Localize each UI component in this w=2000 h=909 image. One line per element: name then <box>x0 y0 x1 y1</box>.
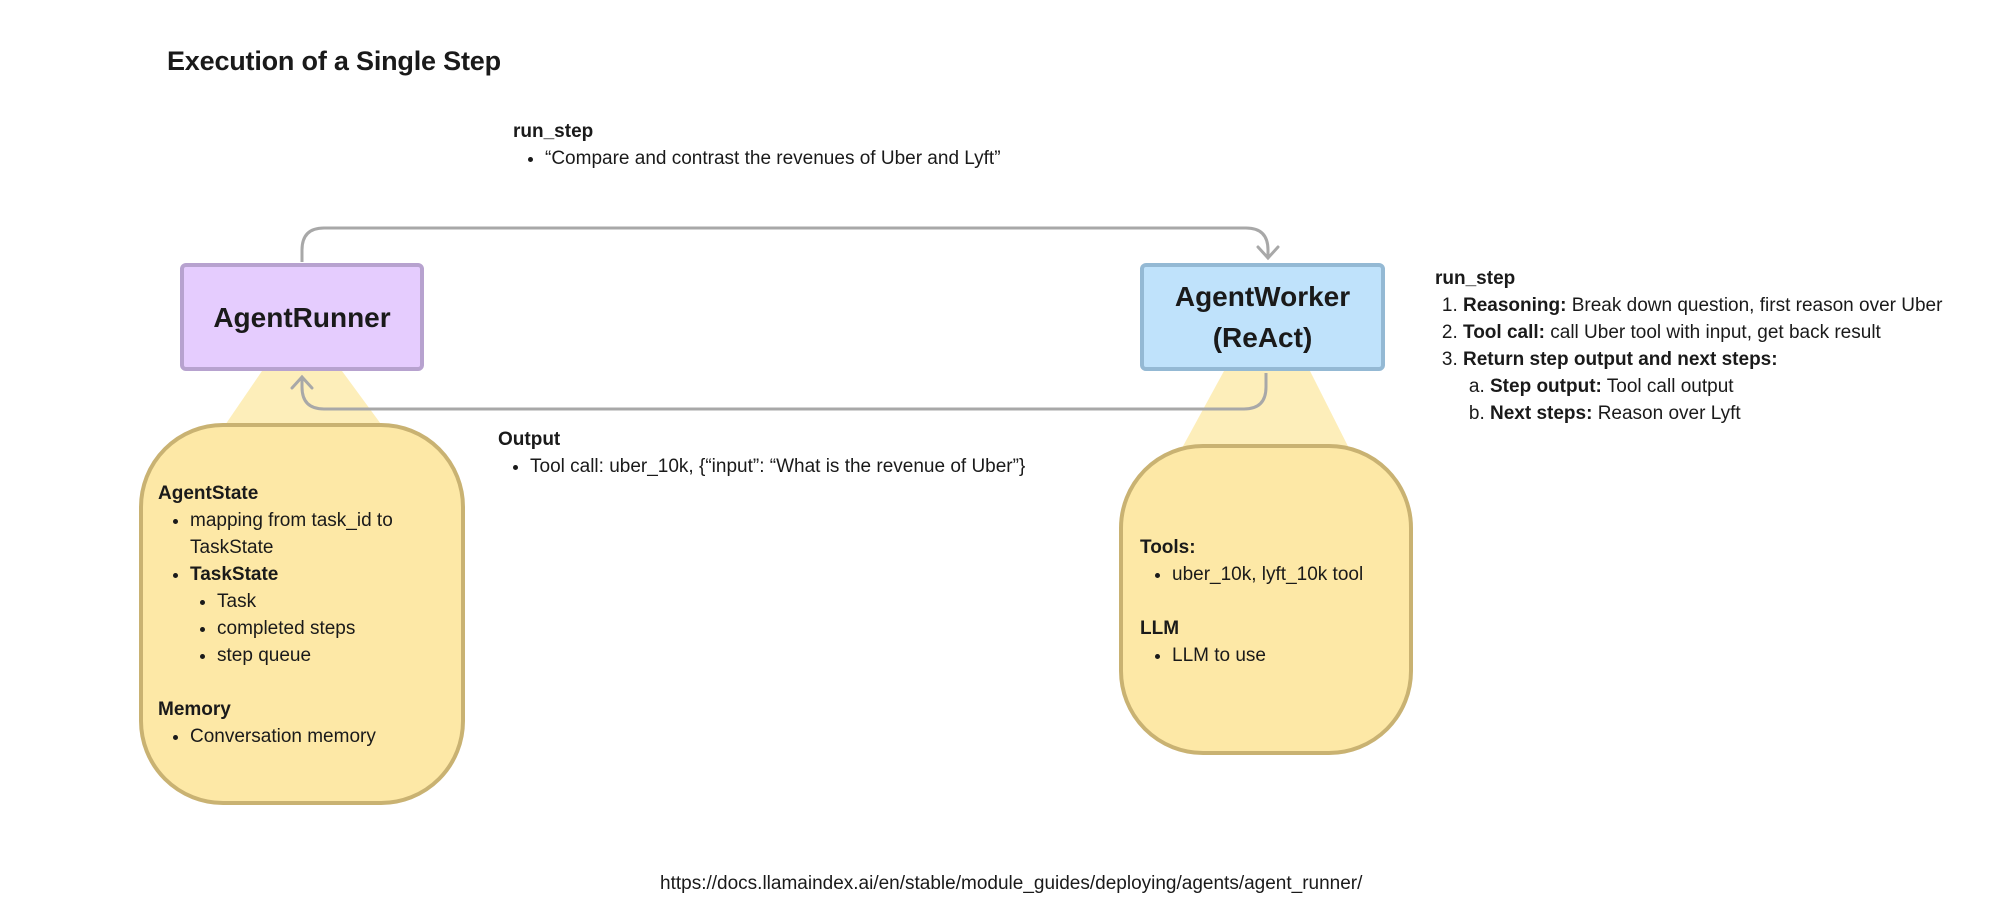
substep-item: Next steps: Reason over Lyft <box>1490 400 1990 427</box>
substep-label: Step output: <box>1490 376 1602 397</box>
agent-runner-node: AgentRunner <box>180 263 424 371</box>
tools-item: uber_10k, lyft_10k tool <box>1172 561 1400 588</box>
step-item: Tool call: call Uber tool with input, ge… <box>1463 319 1990 346</box>
substep-label: Next steps: <box>1490 403 1593 424</box>
taskstate-item: step queue <box>217 642 448 669</box>
memory-item: Conversation memory <box>190 723 448 750</box>
substep-list: Step output: Tool call output Next steps… <box>1463 373 1990 427</box>
substep-text: Tool call output <box>1601 376 1734 397</box>
arrowhead-to-runner <box>290 374 314 390</box>
agent-worker-sublabel: (ReAct) <box>1212 322 1313 353</box>
agent-worker-node: AgentWorker (ReAct) <box>1140 263 1385 371</box>
llm-heading: LLM <box>1140 618 1180 639</box>
taskstate-item: Task <box>217 588 448 615</box>
step-list: Reasoning: Break down question, first re… <box>1435 292 1990 427</box>
substep-text: Reason over Lyft <box>1592 403 1741 424</box>
top-run-step-heading: run_step <box>513 121 594 142</box>
step-note-heading: run_step <box>1435 268 1516 289</box>
diagram-title: Execution of a Single Step <box>167 46 501 76</box>
agentstate-list: mapping from task_id to TaskState TaskSt… <box>158 507 448 669</box>
taskstate-label: TaskState <box>190 564 279 585</box>
taskstate-list: Task completed steps step queue <box>190 588 448 669</box>
arrowhead-to-worker <box>1256 245 1280 261</box>
tools-heading: Tools: <box>1140 537 1196 558</box>
memory-list: Conversation memory <box>158 723 448 750</box>
agentstate-heading: AgentState <box>158 483 259 504</box>
runner-bubble <box>139 423 465 805</box>
step-item: Return step output and next steps: Step … <box>1463 346 1990 427</box>
agentstate-mapping-item: mapping from task_id to TaskState <box>190 507 448 561</box>
output-item: Tool call: uber_10k, {“input”: “What is … <box>530 453 1025 480</box>
source-url: https://docs.llamaindex.ai/en/stable/mod… <box>660 873 1363 894</box>
tools-list: uber_10k, lyft_10k tool <box>1140 561 1400 588</box>
step-text: Break down question, first reason over U… <box>1566 295 1943 316</box>
top-run-step-list: “Compare and contrast the revenues of Ub… <box>513 145 1001 172</box>
output-heading: Output <box>498 429 561 450</box>
llm-item: LLM to use <box>1172 642 1400 669</box>
worker-bubble-content: Tools: uber_10k, lyft_10k tool LLM LLM t… <box>1140 534 1400 669</box>
top-run-step-note: run_step “Compare and contrast the reven… <box>513 118 1001 172</box>
runner-bubble-content: AgentState mapping from task_id to TaskS… <box>158 480 448 750</box>
step-label: Reasoning: <box>1463 295 1567 316</box>
agent-runner-label: AgentRunner <box>213 301 391 333</box>
agent-worker-label: AgentWorker <box>1174 281 1351 312</box>
step-item: Reasoning: Break down question, first re… <box>1463 292 1990 319</box>
taskstate-item: completed steps <box>217 615 448 642</box>
agentstate-taskstate-item: TaskState Task completed steps step queu… <box>190 561 448 669</box>
step-label: Return step output and next steps: <box>1463 349 1778 370</box>
output-list: Tool call: uber_10k, {“input”: “What is … <box>498 453 1025 480</box>
top-run-step-item: “Compare and contrast the revenues of Ub… <box>545 145 1001 172</box>
llm-list: LLM to use <box>1140 642 1400 669</box>
connector-run-step <box>300 226 1270 262</box>
connector-output <box>300 373 1268 411</box>
worker-bubble <box>1119 444 1413 755</box>
substep-item: Step output: Tool call output <box>1490 373 1990 400</box>
output-note: Output Tool call: uber_10k, {“input”: “W… <box>498 426 1025 480</box>
step-label: Tool call: <box>1463 322 1545 343</box>
step-note: run_step Reasoning: Break down question,… <box>1435 265 1990 427</box>
step-text: call Uber tool with input, get back resu… <box>1544 322 1881 343</box>
memory-heading: Memory <box>158 699 231 720</box>
